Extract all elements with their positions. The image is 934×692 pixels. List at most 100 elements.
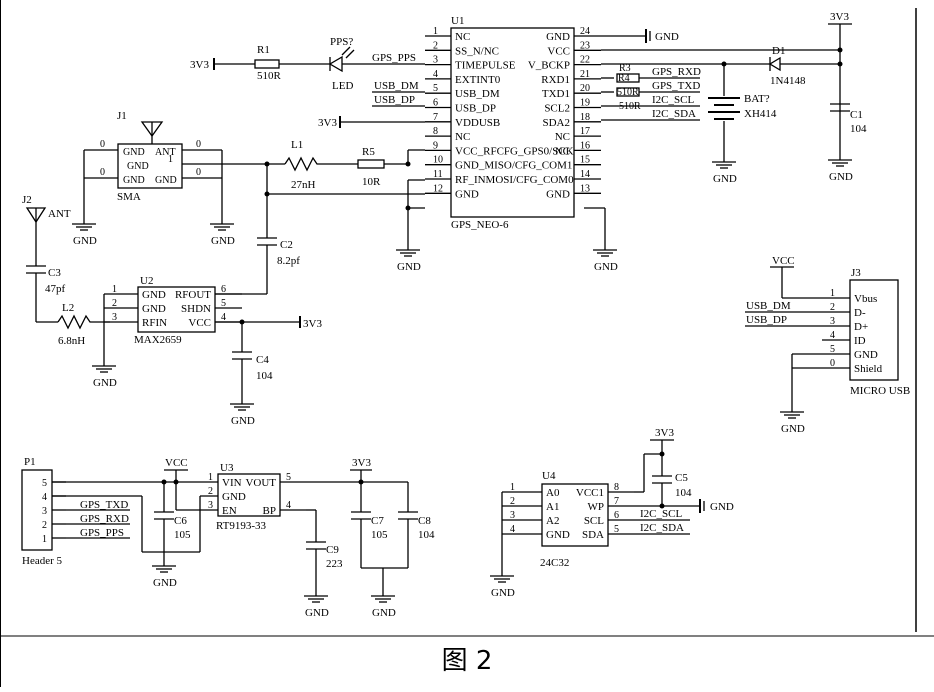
pps-ref: PPS?: [330, 36, 353, 48]
j1-zero-3: 0: [196, 139, 201, 150]
net-vcc-u3: VCC: [165, 457, 188, 469]
u4-pin-name-8: VCC1: [576, 487, 604, 499]
u3-pin-num-4: 4: [286, 500, 291, 511]
u1-pin-num-20: 20: [580, 83, 590, 94]
u3-ref: U3: [220, 462, 234, 474]
u2-pin-name-4: VCC: [188, 317, 211, 329]
j3-name: MICRO USB: [850, 385, 910, 397]
u4-name: 24C32: [540, 557, 569, 569]
ground-symbol: GND: [210, 223, 235, 247]
u4-pin-name-2: A1: [546, 501, 559, 513]
r5-value: 10R: [362, 176, 381, 188]
u1-pin-num-8: 8: [433, 126, 438, 137]
c2-cap: C2 8.2pf: [215, 164, 300, 295]
net-gps-txd-u1: GPS_TXD: [652, 80, 700, 92]
net-3v3-u3: 3V3: [352, 457, 371, 469]
net-usb-dp-u1: USB_DP: [374, 94, 415, 106]
u1-pin-name-9: VCC_RFCFG_GPS0/SCK: [455, 145, 574, 157]
u1-pin-name-22: V_BCKP: [528, 60, 570, 72]
ground-symbol: GND: [304, 595, 329, 619]
u1-pin-num-6: 6: [433, 98, 438, 109]
c3-ref: C3: [48, 267, 61, 279]
r5-ref: R5: [362, 146, 375, 158]
j1-pin-gnd-4: GND: [155, 175, 177, 186]
net-usb-dp-j3: USB_DP: [746, 314, 787, 326]
u3-pin-num-2: 2: [208, 486, 213, 497]
net-usb-dm-j3: USB_DM: [746, 300, 791, 312]
u1-pin-num-17: 17: [580, 126, 590, 137]
p1-pin-num-4: 4: [42, 492, 47, 503]
u1-pin-name-10: GND_MISO/CFG_COM1: [455, 160, 572, 172]
net-3v3-vddusb: 3V3: [318, 117, 337, 129]
u3-pin-num-5: 5: [286, 472, 291, 483]
gnd-label: GND: [397, 261, 421, 273]
u1-pin-num-5: 5: [433, 83, 438, 94]
u2-pin-num-3: 3: [112, 312, 117, 323]
p1-ref: P1: [24, 456, 36, 468]
j1-ref: J1: [117, 110, 127, 122]
net-3v3-top: 3V3: [830, 11, 849, 23]
u4-pin-num-4: 4: [510, 524, 515, 535]
j1-sma: J1 GND ANT GND GND GND SMA 1 0 0 0 0: [83, 110, 285, 224]
j1-name: SMA: [117, 191, 141, 203]
c7-ref: C7: [371, 515, 384, 527]
u1-pin-num-21: 21: [580, 69, 590, 80]
c6-value: 105: [174, 529, 191, 541]
c8-value: 104: [418, 529, 435, 541]
net-usb-dm-u1: USB_DM: [374, 80, 419, 92]
u2-pin-num-6: 6: [221, 284, 226, 295]
j2-antenna: J2 ANT C3 47pf L2 6.8nH: [22, 194, 110, 347]
c1-value: 104: [850, 123, 867, 135]
j1-zero-1: 0: [100, 139, 105, 150]
c1-ref: C1: [850, 109, 863, 121]
u2-pin-name-1: GND: [142, 289, 166, 301]
u1-pin-name-4: EXTINT0: [455, 74, 501, 86]
p1-pin-num-5: 5: [42, 478, 47, 489]
l2-value: 6.8nH: [58, 335, 85, 347]
c9-ref: C9: [326, 544, 339, 556]
net-gps-rxd-p1: GPS_RXD: [80, 513, 129, 525]
c5-value: 104: [675, 487, 692, 499]
bat-value: XH414: [744, 108, 777, 120]
u4-pin-num-8: 8: [614, 482, 619, 493]
u1-pin-name-16: NC: [555, 145, 570, 157]
r4-value: 510R: [617, 87, 639, 98]
net-i2c-sda-u4: I2C_SDA: [640, 522, 684, 534]
ground-symbol: GND: [780, 411, 805, 435]
u3-pin-num-1: 1: [208, 472, 213, 483]
r4-ref: R4: [618, 73, 630, 84]
gnd-label: GND: [211, 235, 235, 247]
j1-pin-gnd-3: GND: [123, 175, 145, 186]
u1-pin-num-23: 23: [580, 40, 590, 51]
ground-symbol: GND: [712, 161, 737, 185]
u2-pin-name-2: GND: [142, 303, 166, 315]
ground-symbol: GND: [230, 403, 255, 427]
figure-caption: 图 2: [441, 646, 493, 676]
ground-symbol: GND: [152, 565, 177, 589]
r1-value: 510R: [257, 70, 282, 82]
u4-pin-num-6: 6: [614, 510, 619, 521]
u3-pin-name-4: BP: [263, 505, 276, 517]
d1-ref: D1: [772, 45, 785, 57]
j3-ref: J3: [851, 267, 861, 279]
u1-pin-num-15: 15: [580, 155, 590, 166]
j1-pin-num: 1: [168, 154, 173, 165]
u4-pin-name-5: SDA: [582, 529, 604, 541]
u1-pin-name-23: VCC: [547, 45, 570, 57]
u3-name: RT9193-33: [216, 520, 267, 532]
u4-pin-num-2: 2: [510, 496, 515, 507]
gnd-label: GND: [153, 577, 177, 589]
j2-ant-label: ANT: [48, 208, 71, 220]
u1-pin-name-19: SCL2: [544, 103, 570, 115]
u1-pin-name-18: SDA2: [542, 117, 570, 129]
u1-pin-num-3: 3: [433, 55, 438, 66]
j3-pin-name-0: Shield: [854, 363, 883, 375]
net-i2c-scl-u1: I2C_SCL: [652, 94, 694, 106]
c2-value: 8.2pf: [277, 255, 300, 267]
pps-value: LED: [332, 80, 353, 92]
